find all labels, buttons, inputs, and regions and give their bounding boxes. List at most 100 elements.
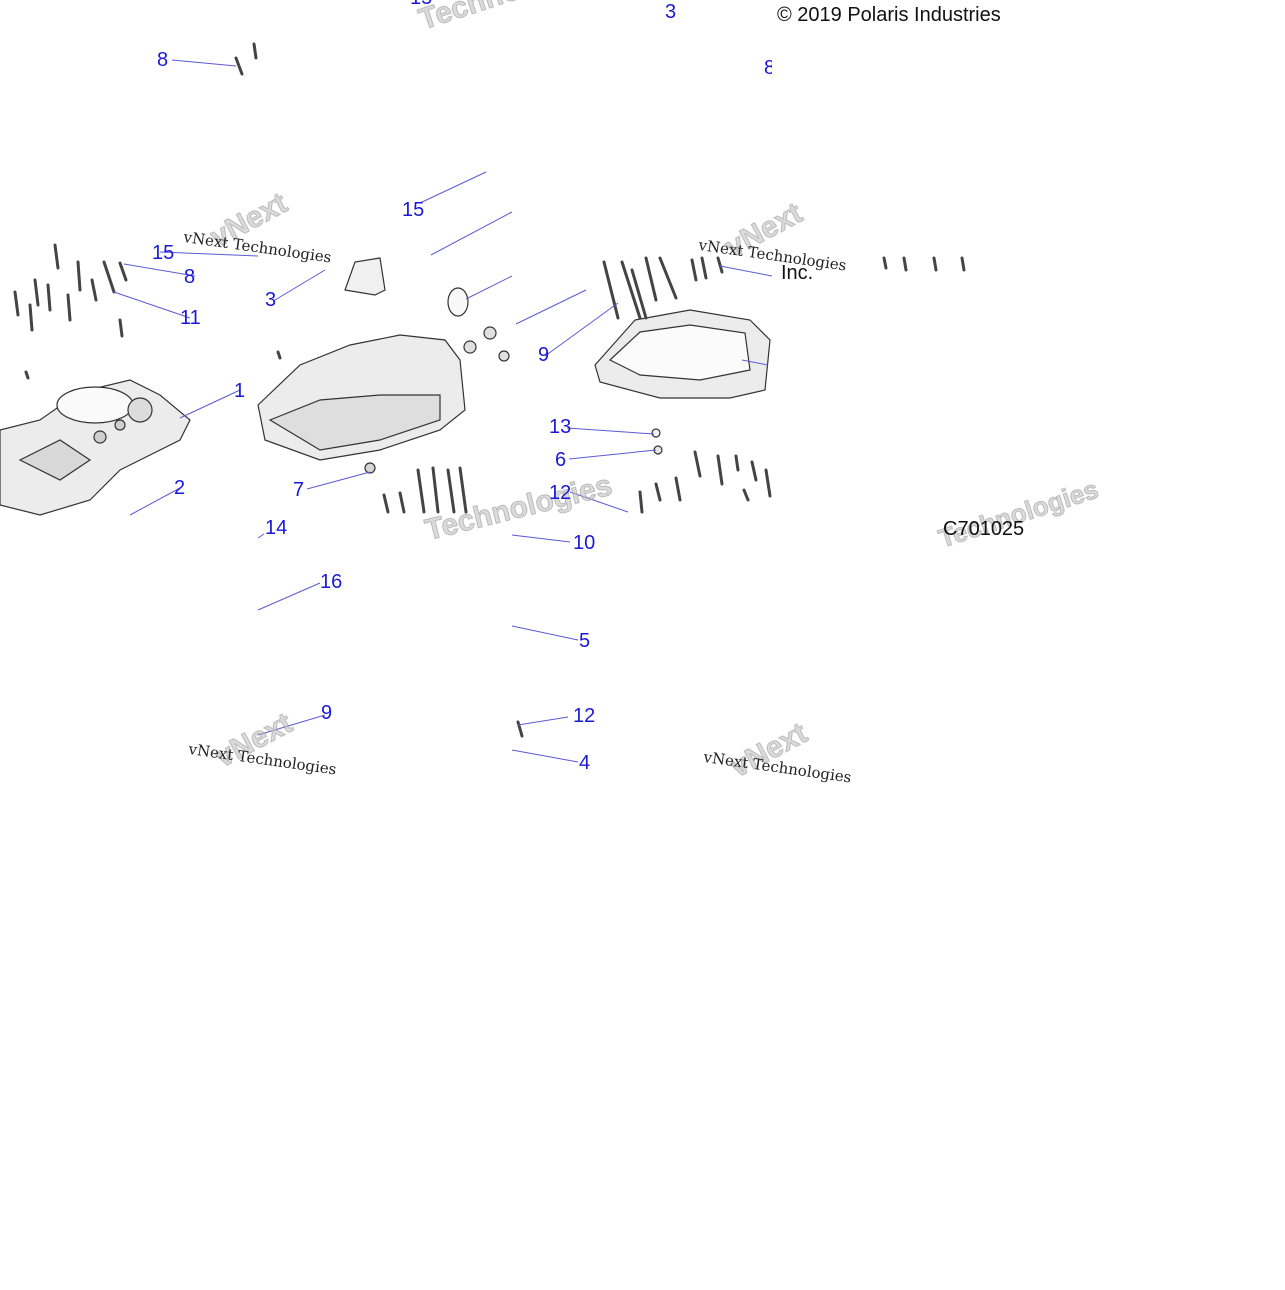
bolt [932, 256, 938, 272]
leader-line [257, 533, 265, 539]
callout-9-a: 9 [538, 344, 550, 366]
leader-line [511, 749, 579, 763]
leader-line [569, 491, 629, 513]
bolt-set [13, 42, 966, 738]
bolt [53, 243, 60, 270]
callout-14: 14 [265, 517, 288, 539]
leader-line [171, 59, 237, 67]
callout-15-a: 15 [402, 199, 425, 221]
leader-line [719, 265, 773, 277]
leader-line [568, 449, 657, 460]
leader-line [430, 211, 513, 256]
bolt [13, 290, 20, 317]
crankcase-upper-drawing [0, 379, 191, 516]
leader-line [517, 716, 569, 726]
bolt [700, 256, 708, 280]
bolt [28, 303, 34, 332]
bolt [66, 293, 72, 322]
callout-15-b: 15 [152, 242, 175, 264]
bolt [431, 466, 440, 514]
bolt [882, 256, 888, 270]
bolt [716, 454, 724, 486]
leader-line [306, 471, 371, 490]
callout-3: 3 [265, 289, 277, 311]
callout-12-b: 12 [573, 705, 596, 727]
bolt [46, 283, 52, 312]
leader-line [511, 625, 579, 641]
bolt [658, 256, 678, 300]
callout-7: 7 [293, 479, 305, 501]
leader-line [257, 714, 326, 736]
leader-line [544, 302, 619, 357]
leader-line [511, 534, 571, 543]
bolt [446, 468, 456, 514]
oil-pan-drawing [594, 309, 771, 455]
bolt [644, 256, 658, 302]
bolt [742, 488, 750, 502]
bolt [734, 454, 740, 472]
crankcase-lower-drawing [257, 257, 510, 474]
bolt [382, 493, 390, 514]
leader-lines [113, 59, 773, 763]
bolt [276, 350, 282, 360]
leader-line [465, 275, 513, 300]
bolt [516, 720, 524, 738]
leader-line [515, 289, 587, 325]
callout-8-a: 8 [157, 49, 169, 71]
bolt [76, 260, 82, 292]
bolt [458, 466, 468, 514]
callout-9-b: 9 [321, 702, 333, 724]
bolt [416, 468, 426, 514]
callout-6: 6 [555, 449, 567, 471]
bolt [398, 491, 406, 514]
leader-line [257, 582, 321, 611]
leader-line [113, 291, 191, 319]
bolt [750, 460, 758, 482]
bolt [764, 468, 772, 498]
bolt [24, 370, 30, 380]
callout-15-c: 15 [410, 0, 432, 8]
bolt [630, 268, 648, 320]
bolt [118, 261, 128, 282]
bolt [716, 256, 724, 274]
callout-16: 16 [320, 571, 343, 593]
figure-code: C701025 [943, 518, 1025, 540]
bolt [234, 56, 244, 76]
bolt [960, 256, 966, 272]
bolt [90, 278, 98, 302]
bolt [902, 256, 908, 272]
leader-line [129, 487, 181, 516]
callout-10: 10 [573, 532, 596, 554]
leader-line [419, 171, 487, 204]
callout-11: 11 [180, 307, 201, 329]
bolt [118, 318, 124, 338]
copyright-inc-text: Inc. [781, 262, 814, 284]
bolt [674, 476, 682, 502]
callout-5: 5 [579, 630, 591, 652]
callout-1: 1 [234, 380, 246, 402]
callout-8-c: 8 [764, 58, 772, 78]
copyright-text: © 2019 Polaris Industries [777, 4, 1001, 26]
callout-2: 2 [174, 477, 186, 499]
callout-8-b: 8 [184, 266, 196, 288]
bolt [620, 260, 642, 320]
callout-12-a: 12 [549, 482, 572, 504]
bolt [638, 490, 644, 514]
callout-13: 13 [549, 416, 572, 438]
bolt [693, 450, 702, 478]
bolt [102, 260, 116, 294]
callout-3-top: 3 [665, 1, 677, 23]
bolt [33, 278, 40, 307]
bolt [602, 260, 620, 320]
callout-4: 4 [579, 752, 591, 774]
leader-line [123, 263, 196, 277]
leader-line [274, 269, 326, 301]
leader-line [159, 251, 259, 257]
bolt [654, 482, 662, 502]
leader-line [741, 359, 769, 366]
leader-line [566, 427, 655, 435]
bolt [690, 258, 698, 282]
leader-line [179, 389, 241, 419]
